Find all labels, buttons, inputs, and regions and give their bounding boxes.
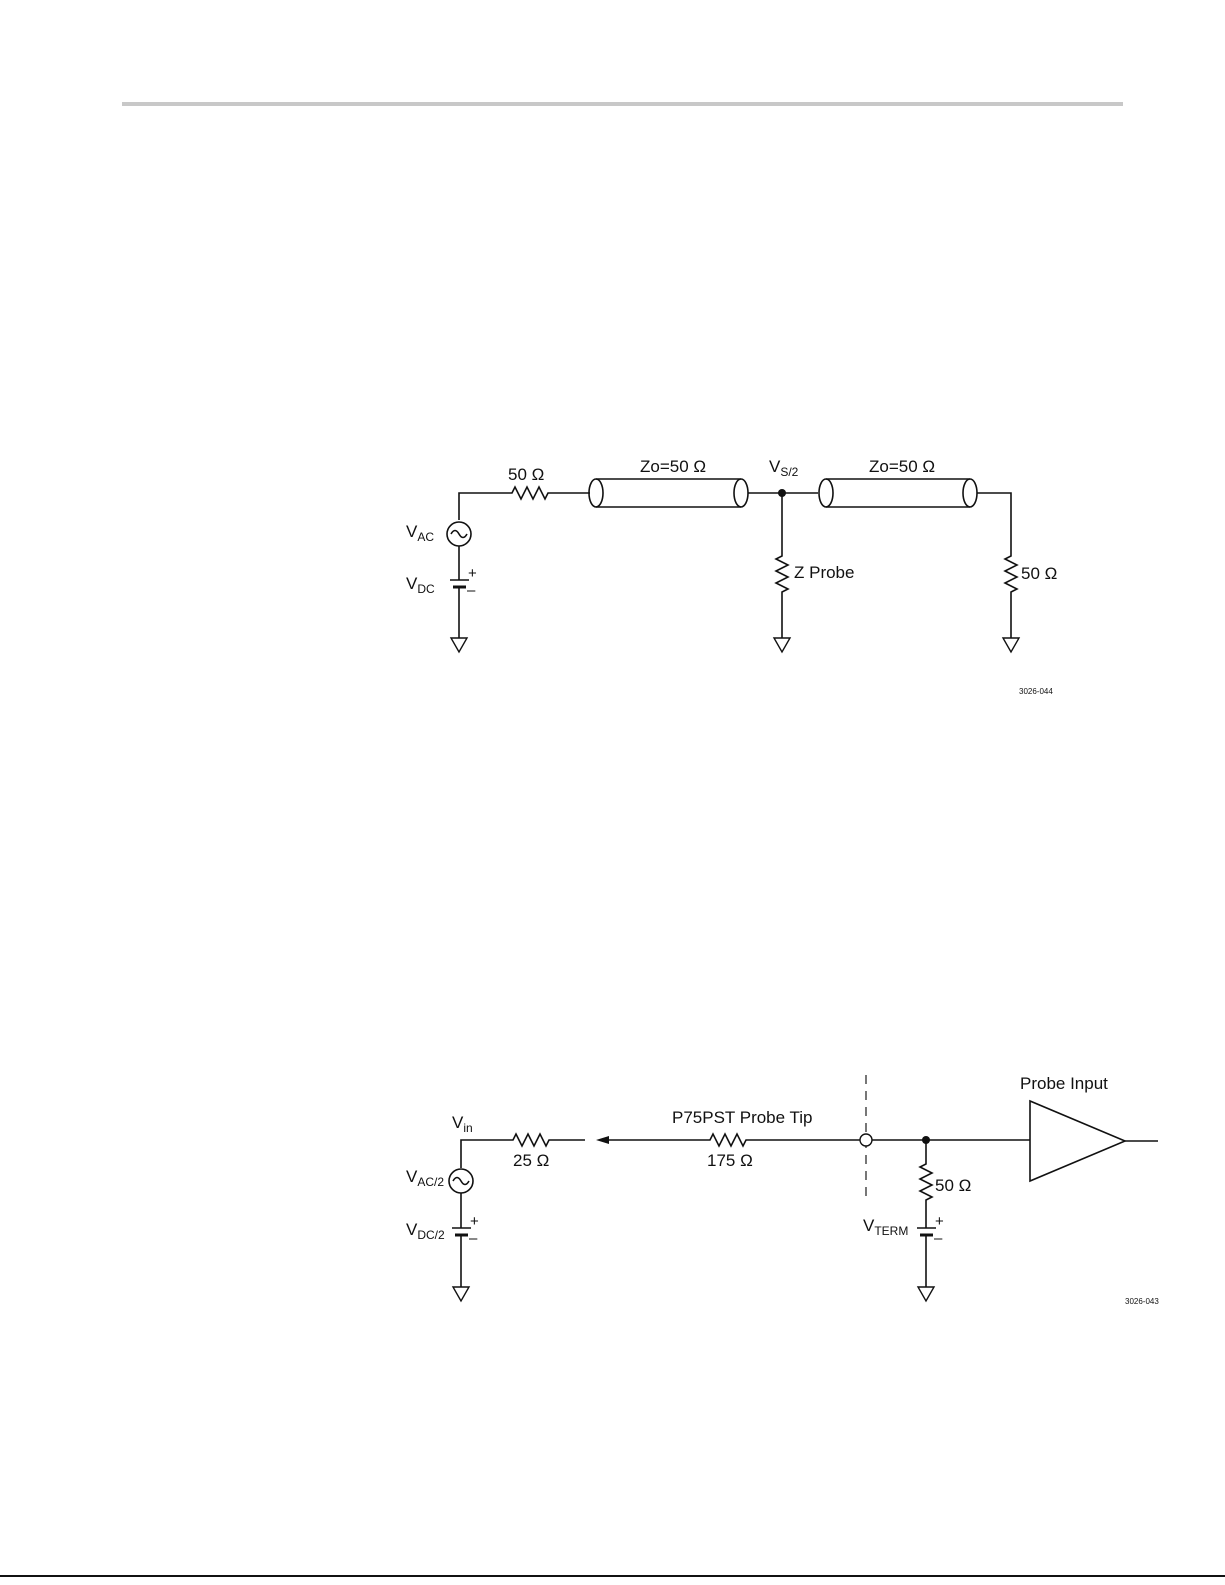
resistor-175	[707, 1134, 860, 1146]
sine-icon	[453, 1178, 469, 1185]
ground-icon	[918, 1287, 934, 1301]
battery-minus: –	[469, 1230, 478, 1247]
label-vdc2: VDC/2	[406, 1220, 445, 1242]
label-175-ohm: 175 Ω	[707, 1151, 753, 1170]
label-25-ohm: 25 Ω	[513, 1151, 549, 1170]
label-vac2: VAC/2	[406, 1167, 444, 1189]
label-vterm: VTERM	[863, 1216, 908, 1238]
ground-icon	[453, 1287, 469, 1301]
probe-input-amplifier	[1030, 1101, 1125, 1181]
resistor-50-term	[920, 1160, 932, 1228]
footer-rule	[0, 1575, 1225, 1577]
battery-plus: +	[935, 1213, 944, 1230]
resistor-25	[510, 1134, 585, 1146]
battery-plus: +	[470, 1213, 479, 1230]
figure-id-2: 3026-043	[1125, 1297, 1159, 1306]
probe-tip-node	[860, 1134, 872, 1146]
label-vin: Vin	[452, 1113, 473, 1135]
battery-minus: –	[934, 1230, 943, 1247]
label-probe-tip: P75PST Probe Tip	[672, 1108, 813, 1127]
label-probe-input: Probe Input	[1020, 1074, 1108, 1093]
label-50-ohm-term: 50 Ω	[935, 1176, 971, 1195]
arrow-head-icon	[596, 1136, 609, 1144]
